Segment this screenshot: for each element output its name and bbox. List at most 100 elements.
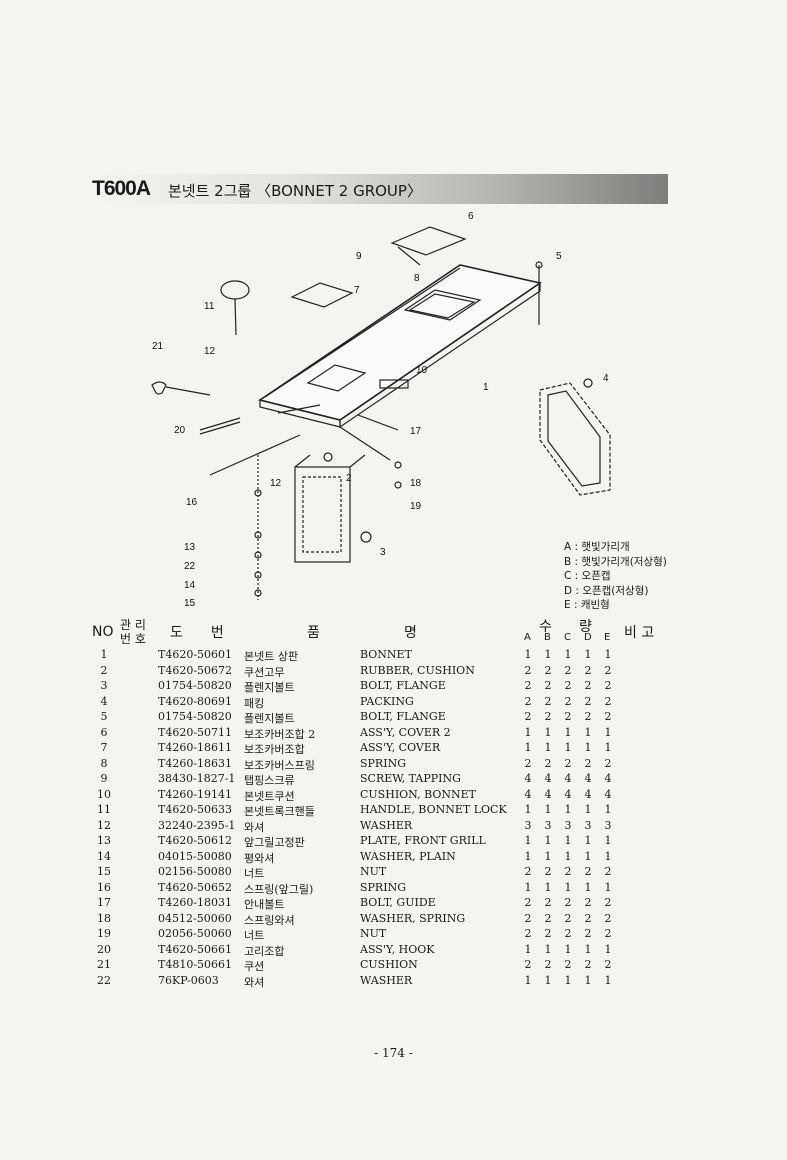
part-number: 02056-50060: [158, 927, 232, 940]
qty-d: 2: [584, 896, 592, 909]
qty-a: 1: [524, 880, 532, 894]
qty-b: 2: [544, 679, 552, 692]
part-name-english: SPRING: [360, 756, 406, 770]
part-name-korean: 스프링(앞그릴): [244, 882, 314, 896]
part-number: T4260-19141: [158, 787, 233, 801]
part-name-korean: 탭핑스크류: [244, 774, 295, 787]
legend-d: D : 오픈캡(저상형): [564, 584, 649, 597]
part-no: 22: [97, 973, 111, 987]
qty-b: 3: [544, 818, 552, 832]
qty-e: 2: [604, 958, 612, 971]
qty-d: 1: [584, 973, 592, 987]
qty-b: 2: [544, 756, 552, 770]
qty-e: 1: [604, 725, 612, 739]
part-number: T4620-50652: [158, 880, 233, 894]
part-number: 32240-2395-1: [158, 818, 236, 832]
qty-d: 2: [584, 911, 592, 925]
legend-e: E : 캐빈형: [564, 599, 610, 611]
qty-d: 2: [584, 710, 592, 723]
callout-5: 5: [556, 251, 562, 262]
qty-c: 1: [564, 880, 572, 894]
part-no: 1: [100, 648, 108, 661]
part-number: T4260-18611: [158, 741, 233, 754]
part-name-korean: 보조카버조합 2: [244, 727, 316, 741]
callout-12-lower: 12: [270, 478, 282, 489]
part-number: T4620-50672: [158, 663, 233, 677]
part-number: T4620-50711: [158, 725, 233, 739]
part-no: 9: [100, 772, 108, 785]
qty-d: 3: [584, 818, 592, 832]
qty-b: 1: [544, 834, 552, 847]
part-name-english: ASS'Y, COVER: [360, 741, 441, 754]
part-number: T4620-50661: [158, 942, 233, 956]
header-qty-d: D: [584, 632, 592, 643]
qty-a: 2: [524, 694, 532, 708]
qty-e: 2: [604, 710, 612, 723]
part-name-korean: 보조카버스프링: [244, 758, 315, 772]
callout-21: 21: [152, 341, 164, 352]
qty-d: 4: [584, 772, 592, 785]
qty-a: 4: [524, 772, 532, 785]
qty-c: 1: [564, 834, 572, 847]
part-no: 15: [97, 865, 111, 878]
qty-c: 4: [564, 772, 572, 785]
qty-c: 1: [564, 741, 572, 754]
legend-b: B : 햇빛가리개(저상형): [564, 555, 667, 568]
qty-a: 3: [524, 818, 532, 832]
qty-e: 2: [604, 679, 612, 692]
qty-d: 1: [584, 834, 592, 847]
part-name-english: WASHER: [360, 973, 413, 987]
callout-22: 22: [184, 561, 196, 572]
part-name-korean: 스프링와셔: [244, 913, 295, 927]
qty-e: 3: [604, 818, 612, 832]
qty-d: 1: [584, 849, 592, 863]
legend-a: A : 햇빛가리개: [564, 541, 630, 553]
qty-d: 4: [584, 787, 592, 801]
qty-e: 2: [604, 896, 612, 909]
header-qty-1: 수: [539, 619, 552, 635]
callout-3: 3: [380, 547, 386, 558]
qty-e: 2: [604, 911, 612, 925]
part-name-korean: 너트: [244, 929, 265, 942]
qty-a: 2: [524, 756, 532, 770]
part-name-english: ASS'Y, COVER 2: [360, 725, 451, 739]
exploded-parts-diagram: 1 2 3 4 5 6 7 8 9 10 11 12 12 13 14 15 1…: [151, 211, 611, 609]
part-no: 6: [100, 725, 108, 739]
header-qty-a: A: [524, 632, 531, 643]
qty-d: 1: [584, 741, 592, 754]
part-number: 01754-50820: [158, 710, 232, 723]
qty-a: 2: [524, 911, 532, 925]
qty-c: 2: [564, 927, 572, 940]
part-number: 04015-50080: [158, 849, 232, 863]
part-name-korean: 와셔: [244, 820, 265, 834]
qty-a: 2: [524, 865, 532, 878]
qty-b: 2: [544, 896, 552, 909]
qty-c: 1: [564, 725, 572, 739]
part-name-korean: 본넷트록크핸들: [244, 805, 315, 818]
qty-c: 4: [564, 787, 572, 801]
part-name-english: WASHER, SPRING: [360, 911, 466, 925]
qty-c: 2: [564, 865, 572, 878]
part-name-english: BOLT, FLANGE: [360, 679, 446, 692]
qty-b: 1: [544, 849, 552, 863]
part-name-english: PLATE, FRONT GRILL: [360, 834, 486, 847]
model-code: T600A: [92, 177, 151, 200]
part-no: 7: [100, 741, 108, 754]
qty-b: 4: [544, 787, 552, 801]
part-name-english: HANDLE, BONNET LOCK: [360, 803, 507, 816]
qty-d: 2: [584, 958, 592, 971]
qty-a: 2: [524, 896, 532, 909]
qty-d: 2: [584, 756, 592, 770]
part-no: 10: [97, 787, 111, 801]
qty-b: 2: [544, 710, 552, 723]
qty-b: 1: [544, 725, 552, 739]
